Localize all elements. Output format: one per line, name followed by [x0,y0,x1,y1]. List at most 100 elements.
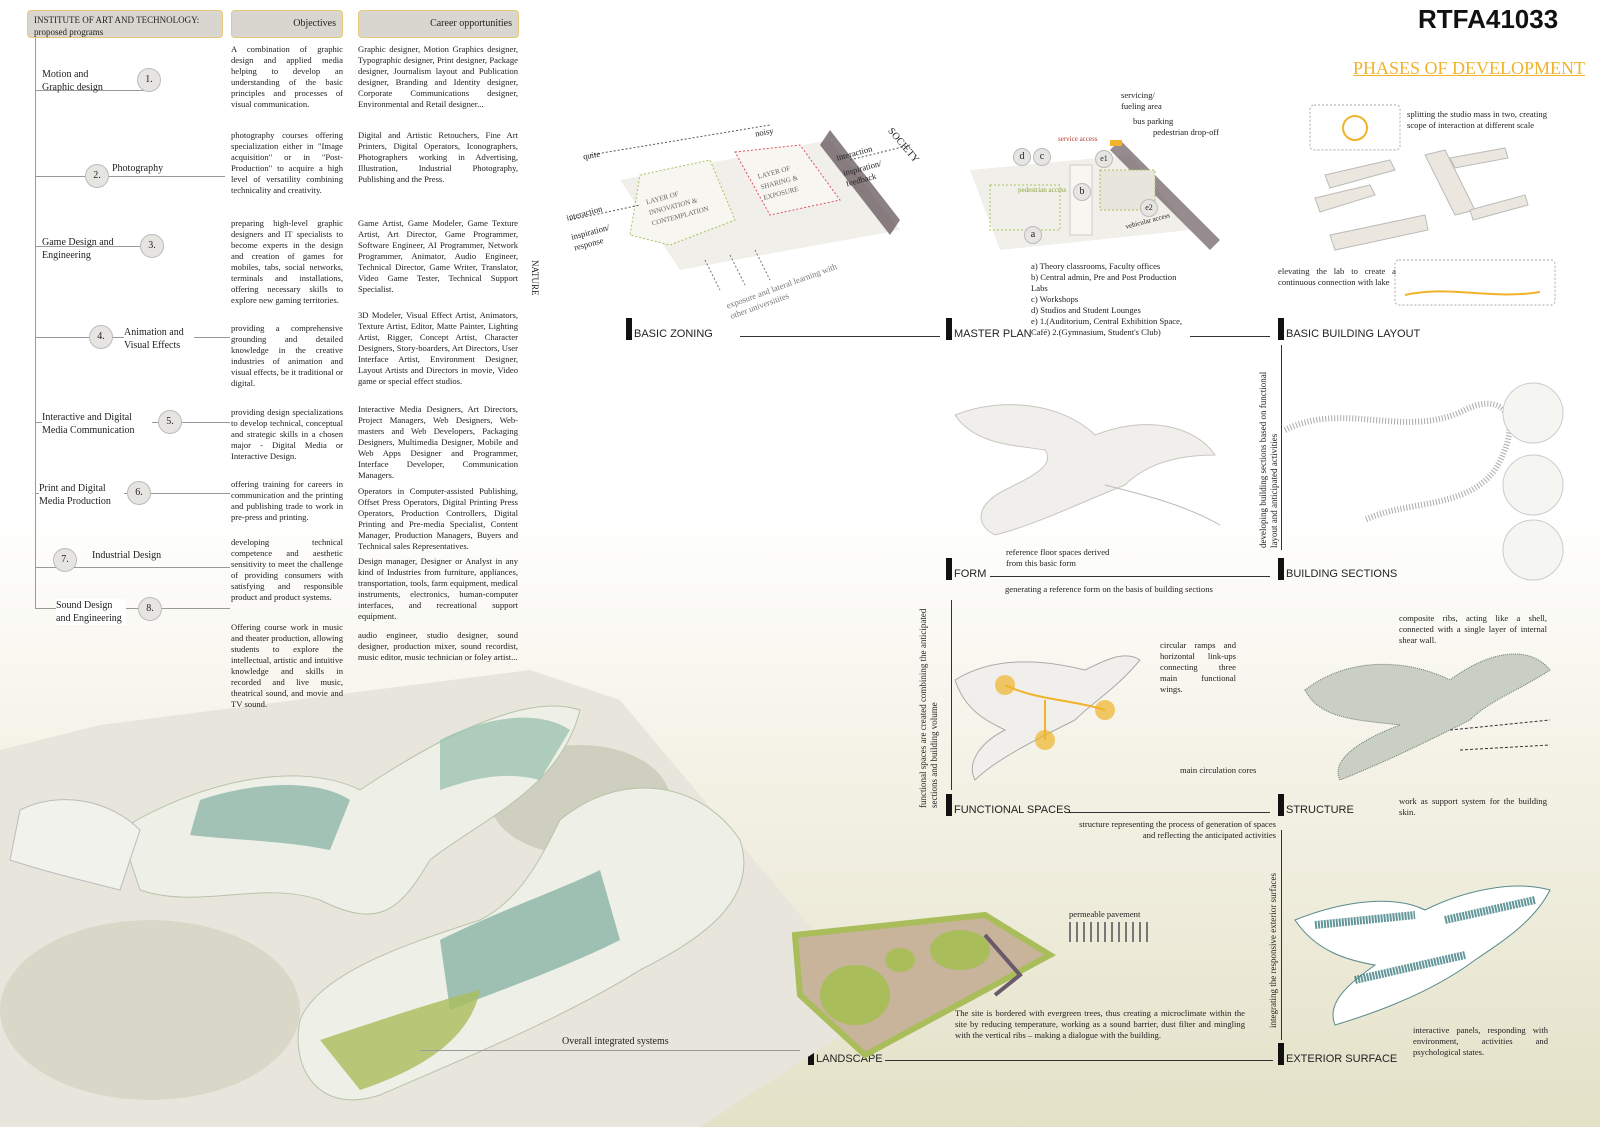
program-number: 5. [158,410,182,434]
mp-label-e1: e1 [1095,150,1113,168]
flow-arrow [1190,336,1270,337]
programs-header-sub: proposed programs [34,27,104,37]
stage-master-plan: MASTER PLAN [946,318,1032,340]
structure-ribs-note: composite ribs, acting like a shell, con… [1399,613,1547,645]
program-objective: providing a comprehensive grounding and … [231,323,343,388]
stage-basic-zoning: BASIC ZONING [626,318,713,340]
overall-systems-label: Overall integrated systems [562,1036,669,1047]
program-number: 6. [127,481,151,505]
program-name: Sound Design and Engineering [56,599,126,625]
functional-ramps-note: circular ramps and horizontal link-ups c… [1160,640,1236,694]
program-careers: Game Artist, Game Modeler, Game Texture … [358,218,518,294]
zoning-nature: NATURE [530,260,540,296]
branch-line [35,608,230,609]
flow-arrow-vertical [1281,830,1282,1040]
structure-diagram [1304,653,1551,781]
stage-exterior-surface: EXTERIOR SURFACE [1278,1043,1397,1065]
form-diagram [954,404,1221,536]
program-number: 1. [137,68,161,92]
program-objective: providing design specializations to deve… [231,407,343,461]
layout-split-note: splitting the studio mass in two, creati… [1407,109,1547,130]
program-careers: Operators in Computer-assisted Publishin… [358,486,518,551]
building-layout-diagram [1309,104,1556,306]
legend-item: b) Central admin, Pre and Post Productio… [1031,272,1177,293]
mp-dropoff: pedestrian drop-off [1153,127,1219,137]
mp-servicing: servicing/ fueling area [1121,90,1162,111]
poster-id: RTFA41033 [1418,4,1559,34]
mp-legend: a) Theory classrooms, Faculty offices b)… [1031,261,1191,338]
exterior-side-note: integrating the responsive exterior surf… [1268,873,1278,1028]
objectives-header: Objectives [231,10,343,38]
program-number: 8. [138,597,162,621]
stage-basic-building-layout: BASIC BUILDING LAYOUT [1278,318,1420,340]
program-careers: Graphic designer, Motion Graphics design… [358,44,518,109]
stage-title: FORM [954,568,987,580]
functional-arrow-note: structure representing the process of ge… [1079,819,1276,840]
stage-title: EXTERIOR SURFACE [1286,1053,1398,1065]
stage-title: MASTER PLAN [954,328,1032,340]
landscape-site-note: The site is bordered with evergreen tree… [955,1008,1245,1040]
flow-arrow [885,1060,1273,1061]
mp-label-c: c [1033,148,1051,166]
branch-line [35,176,225,177]
stage-title: BASIC BUILDING LAYOUT [1286,328,1421,340]
flow-arrow-vertical [1281,345,1282,550]
mp-label-d: d [1013,148,1031,166]
branch-line [35,567,230,568]
mp-label-a: a [1024,226,1042,244]
program-careers: audio engineer, studio designer, sound d… [358,630,518,662]
program-name: Interactive and Digital Media Communicat… [42,411,152,437]
stage-title: FUNCTIONAL SPACES [954,804,1071,816]
branch-line [35,246,145,247]
program-objective: photography courses offering specializat… [231,130,343,195]
zoning-diagram [569,124,911,291]
flow-arrow [740,336,940,337]
mp-bus-parking: bus parking [1133,116,1174,126]
form-arrow-note: generating a reference form on the basis… [1005,584,1213,594]
program-objective: A combination of graphic design and appl… [231,44,343,109]
program-number: 3. [140,234,164,258]
program-name: Industrial Design [92,550,162,561]
program-careers: Design manager, Designer or Analyst in a… [358,556,518,621]
program-number: 2. [85,164,109,188]
careers-header: Career opportunities [358,10,519,38]
program-objective: developing technical competence and aest… [231,537,343,602]
program-name: Print and Digital Media Production [39,482,124,508]
program-careers: Digital and Artistic Retouchers, Fine Ar… [358,130,518,184]
programs-header-title: INSTITUTE OF ART AND TECHNOLOGY: [34,15,200,25]
legend-item: c) Workshops [1031,294,1079,304]
program-careers: Interactive Media Designers, Art Directo… [358,404,518,480]
program-name: Animation and Visual Effects [124,326,194,352]
landscape-plan [791,911,1056,1059]
permeable-pavement-swatch [1069,922,1148,942]
program-objective: Offering course work in music and theate… [231,622,343,709]
mp-service-access: service access [1058,135,1098,143]
flow-arrow-vertical [951,600,952,790]
program-objective: preparing high-level graphic designers a… [231,218,343,305]
landscape-pavement-label: permeable pavement [1069,909,1141,919]
table-trunk-line [35,38,36,608]
exterior-panels-note: interactive panels, responding with envi… [1413,1025,1548,1057]
program-careers: 3D Modeler, Visual Effect Artist, Animat… [358,310,518,386]
program-name: Photography [112,163,164,174]
program-objective: offering training for careers in communi… [231,479,343,522]
stage-title: BUILDING SECTIONS [1286,568,1398,580]
mp-label-e2: e2 [1140,199,1158,217]
section-title: PHASES OF DEVELOPMENT [1353,58,1586,78]
legend-item: e) 1.(Auditorium, Central Exhibition Spa… [1031,316,1183,337]
legend-item: a) Theory classrooms, Faculty offices [1031,261,1161,271]
programs-header: INSTITUTE OF ART AND TECHNOLOGY: propose… [27,10,223,38]
overall-line [420,1050,800,1051]
building-sections-diagram [1283,382,1564,581]
stage-structure: STRUCTURE [1278,794,1354,816]
flow-arrow [990,576,1270,577]
exterior-surface-diagram [1294,885,1551,1026]
mp-label-b: b [1073,183,1091,201]
functional-side-note: functional spaces are created combining … [918,608,939,808]
form-note: reference floor spaces derived from this… [1006,547,1110,568]
campus-rendering [0,670,880,1127]
mp-pedestrian-access: pedestrian access [1018,186,1067,194]
functional-cores-note: main circulation cores [1180,765,1257,775]
legend-item: d) Studios and Student Lounges [1031,305,1141,315]
stage-title: STRUCTURE [1286,804,1354,816]
